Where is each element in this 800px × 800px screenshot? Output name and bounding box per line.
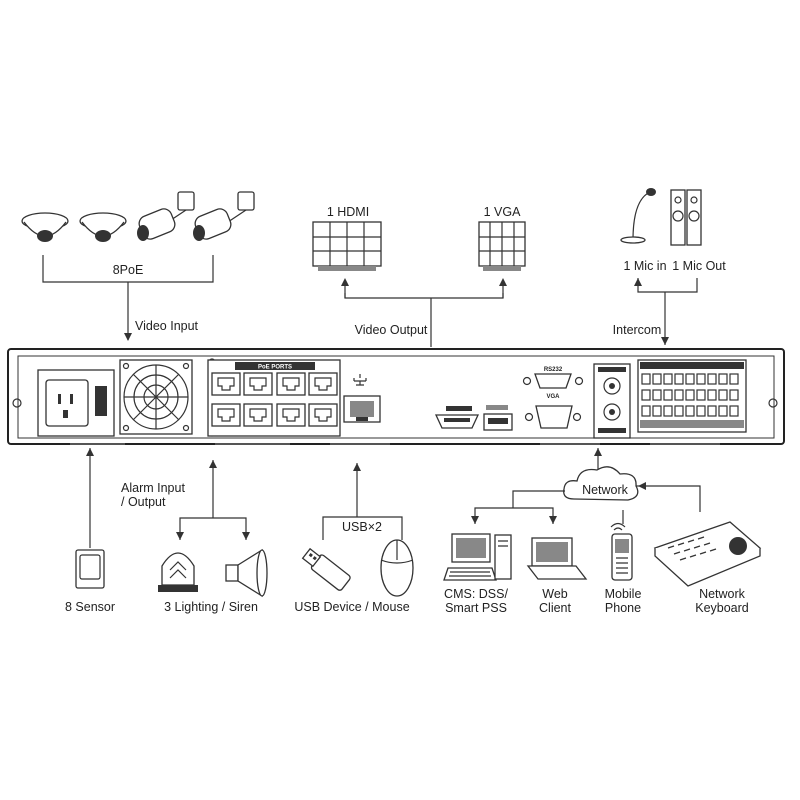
usb-port: [483, 405, 513, 431]
network-keyboard-label-1: Network: [699, 587, 746, 601]
bullet-camera-icon: [137, 191, 195, 241]
microphone-icon: [620, 188, 656, 244]
video-input-label: Video Input: [135, 319, 199, 333]
bullet-camera-icon: [193, 191, 255, 241]
mouse-icon: [380, 539, 414, 597]
cms-label-2: Smart PSS: [445, 601, 507, 615]
mobile-phone-icon: [610, 522, 633, 581]
desktop-pc-icon: [443, 533, 512, 581]
usb-stick-icon: [301, 547, 351, 591]
network-port: [343, 374, 381, 423]
network-keyboard-label-2: Keyboard: [695, 601, 749, 615]
sensor-label: 8 Sensor: [65, 600, 115, 614]
vga-port: [524, 405, 582, 429]
mic-out-label: 1 Mic Out: [672, 259, 726, 273]
network-keyboard-icon: [653, 521, 762, 587]
intercom-label: Intercom: [613, 323, 662, 337]
rs232-port: [522, 373, 584, 389]
alarm-terminal-block: [637, 359, 747, 433]
mic-in-label: 1 Mic in: [623, 259, 666, 273]
usb-device-mouse-label: USB Device / Mouse: [294, 600, 409, 614]
sensor-icon: [75, 549, 105, 589]
power-inlet: [37, 369, 115, 437]
hdmi-port: [434, 406, 480, 429]
web-client-label-1: Web: [542, 587, 568, 601]
rs232-label: RS232: [544, 367, 563, 373]
vga-label: 1 VGA: [484, 205, 521, 219]
poe-label: 8PoE: [113, 263, 144, 277]
mobile-phone-label-2: Phone: [605, 601, 641, 615]
fan-grille: [119, 359, 193, 435]
alarm-io-label-2: / Output: [121, 495, 166, 509]
lighting-siren-label: 3 Lighting / Siren: [164, 600, 258, 614]
cms-label-1: CMS: DSS/: [444, 587, 508, 601]
audio-ports: [593, 363, 631, 439]
usb-x2-label: USB×2: [342, 520, 382, 534]
mobile-phone-label-1: Mobile: [605, 587, 642, 601]
dome-camera-icon: [21, 212, 69, 242]
speaker-icon: [670, 189, 702, 246]
alarm-light-icon: [158, 552, 198, 592]
alarm-io-label-1: Alarm Input: [121, 481, 185, 495]
dome-camera-icon: [79, 212, 127, 242]
video-output-label: Video Output: [355, 323, 428, 337]
siren-icon: [225, 548, 268, 598]
network-label: Network: [582, 483, 629, 497]
poe-ports: PoE PORTS: [207, 359, 341, 437]
nvr-rear-panel: PoE PORTS: [7, 348, 785, 445]
monitor-icon: [478, 221, 526, 271]
vga-port-label: VGA: [546, 394, 560, 400]
laptop-icon: [526, 537, 588, 580]
hdmi-label: 1 HDMI: [327, 205, 369, 219]
poe-ports-label: PoE PORTS: [258, 365, 292, 371]
web-client-label-2: Client: [539, 601, 571, 615]
monitor-icon: [312, 221, 382, 271]
